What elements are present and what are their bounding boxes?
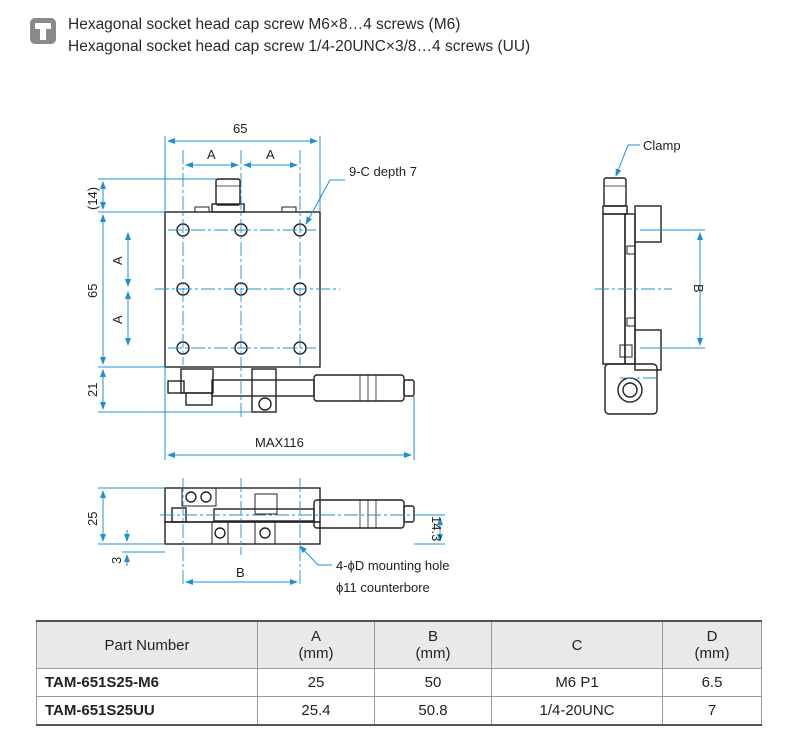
dim-b-right: B: [691, 284, 706, 293]
cell-a: 25: [257, 668, 375, 697]
spec-table: Part Number A(mm) B(mm) C D(mm) TAM-651S…: [36, 620, 762, 726]
dim-65-left: 65: [85, 284, 100, 298]
dim-a-left: A: [207, 147, 216, 162]
cell-part: TAM-651S25UU: [36, 696, 258, 726]
stage-icon: [30, 18, 56, 44]
header-b: B(mm): [374, 620, 492, 669]
center-lines-top: [155, 150, 340, 420]
label-clamp: Clamp: [643, 138, 681, 153]
dimension-lines-front: [98, 487, 445, 585]
table-row: TAM-651S25-M6 25 50 M6 P1 6.5: [36, 668, 762, 697]
header-part-number: Part Number: [36, 620, 258, 669]
dim-a-vertical-1: A: [110, 256, 125, 265]
note-line-uu: Hexagonal socket head cap screw 1/4-20UN…: [68, 38, 531, 55]
center-lines-front: [160, 478, 420, 585]
dim-b-bottom: B: [236, 565, 245, 580]
micrometer-front: [313, 499, 405, 529]
dim-65-top: 65: [233, 121, 247, 136]
label-mounting-hole: 4-ϕD mounting hole: [336, 558, 450, 573]
table-header-row: Part Number A(mm) B(mm) C D(mm): [36, 620, 762, 669]
technical-drawing: 65 A A 9-C depth 7 (14) 65 A A 21 MAX116…: [85, 121, 706, 595]
cell-b: 50: [374, 668, 492, 697]
dim-21: 21: [85, 383, 100, 397]
header-d: D(mm): [662, 620, 762, 669]
note-block: Hexagonal socket head cap screw M6×8…4 s…: [30, 14, 530, 58]
cell-b: 50.8: [374, 696, 492, 726]
dimension-lines-top: [98, 136, 415, 460]
dim-a-vertical-2: A: [110, 315, 125, 324]
cell-c: 1/4-20UNC: [491, 696, 663, 726]
dim-a-right: A: [266, 147, 275, 162]
note-text: Hexagonal socket head cap screw M6×8…4 s…: [68, 14, 530, 58]
micrometer-barrel: [313, 374, 405, 402]
dim-max116: MAX116: [255, 435, 304, 450]
header-c: C: [491, 620, 663, 669]
note-line-m6: Hexagonal socket head cap screw M6×8…4 s…: [68, 16, 461, 33]
dim-14-3: 14.3: [429, 516, 444, 541]
center-lines-side: [595, 288, 672, 379]
clamp-knob-side: [603, 177, 627, 207]
label-counterbore: ϕ11 counterbore: [336, 580, 430, 595]
cell-d: 6.5: [662, 668, 762, 697]
label-tapped-holes: 9-C depth 7: [349, 164, 417, 179]
dim-25: 25: [85, 512, 100, 526]
clamp-knob: [215, 178, 241, 206]
top-view: [164, 178, 415, 413]
micrometer-mount: [180, 368, 214, 394]
cell-d: 7: [662, 696, 762, 726]
cell-c: M6 P1: [491, 668, 663, 697]
front-view: [164, 487, 415, 545]
side-view: [602, 177, 662, 415]
dim-14: (14): [85, 187, 100, 210]
cell-part: TAM-651S25-M6: [36, 668, 258, 697]
dimension-lines-side: [615, 144, 705, 349]
cell-a: 25.4: [257, 696, 375, 726]
dim-3: 3: [109, 557, 124, 564]
header-a: A(mm): [257, 620, 375, 669]
table-row: TAM-651S25UU 25.4 50.8 1/4-20UNC 7: [36, 696, 762, 726]
